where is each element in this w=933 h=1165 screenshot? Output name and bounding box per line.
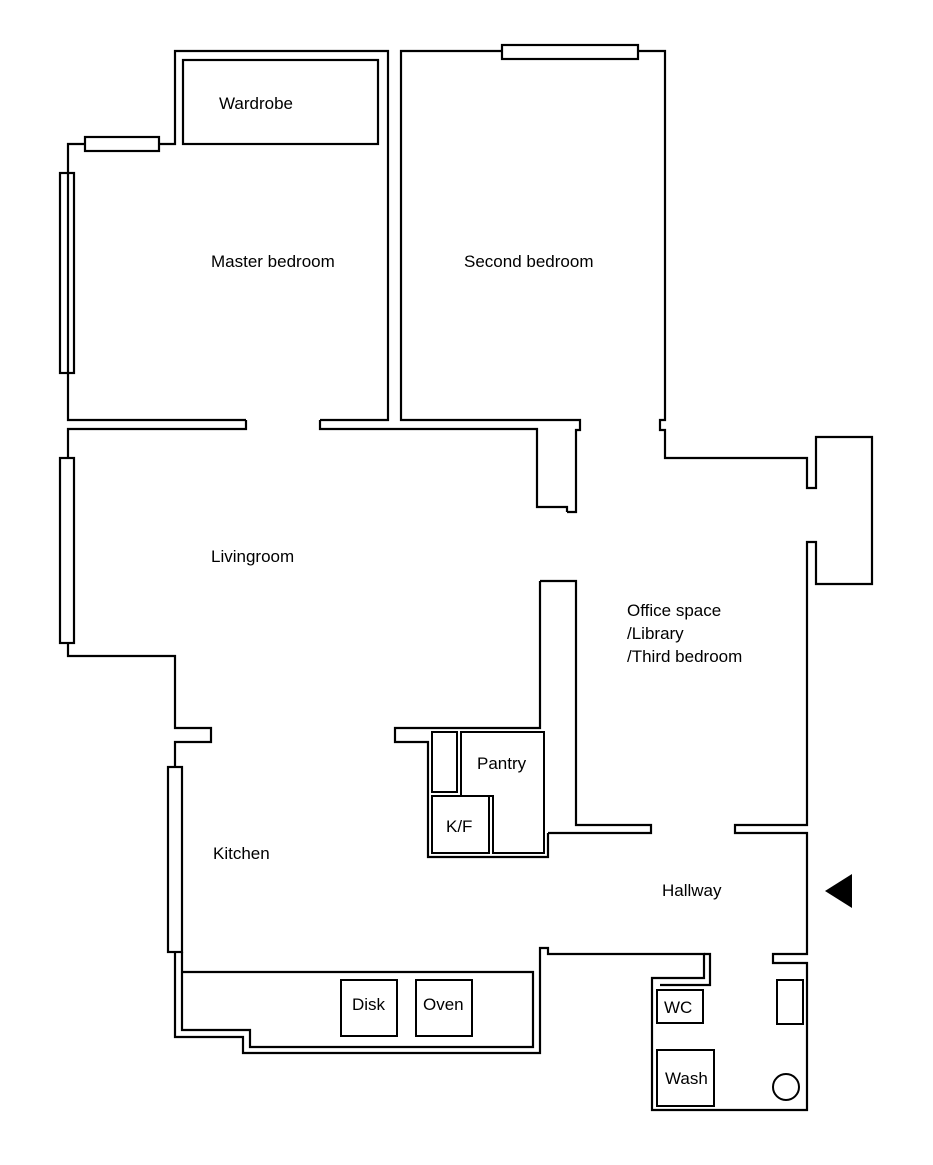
kf-box	[431, 795, 490, 854]
oven-box	[415, 979, 473, 1037]
disk-box	[340, 979, 398, 1037]
window-kitchen	[166, 765, 184, 954]
label-office-3: /Third bedroom	[627, 647, 742, 666]
label-second-bedroom: Second bedroom	[464, 252, 593, 271]
label-master-bedroom: Master bedroom	[211, 252, 335, 271]
master-bedroom-walls	[58, 49, 390, 422]
bath-inner-wall	[660, 952, 712, 987]
kitchen-walls	[166, 765, 535, 1049]
label-kitchen: Kitchen	[213, 844, 270, 863]
round-sink-icon	[772, 1073, 800, 1101]
second-bedroom-walls	[173, 43, 874, 1112]
label-wardrobe: Wardrobe	[219, 94, 293, 113]
label-office-2: /Library	[627, 624, 684, 643]
wc-box	[656, 989, 704, 1024]
label-wc: WC	[664, 998, 692, 1017]
window-living	[58, 456, 76, 645]
label-wash: Wash	[665, 1069, 708, 1088]
label-oven: Oven	[423, 995, 464, 1014]
entrance-arrow-icon	[825, 874, 852, 908]
label-hallway: Hallway	[662, 881, 722, 900]
wardrobe-box	[181, 58, 380, 146]
wash-box	[656, 1049, 715, 1107]
label-disk: Disk	[352, 995, 386, 1014]
livingroom-walls	[58, 420, 653, 859]
label-livingroom: Livingroom	[211, 547, 294, 566]
label-kf: K/F	[446, 817, 472, 836]
pantry-shelf	[431, 731, 458, 793]
window-top	[500, 43, 640, 61]
label-pantry: Pantry	[477, 754, 527, 773]
label-office-1: Office space	[627, 601, 721, 620]
pantry-box	[460, 731, 545, 854]
cabinet-box	[776, 979, 804, 1025]
